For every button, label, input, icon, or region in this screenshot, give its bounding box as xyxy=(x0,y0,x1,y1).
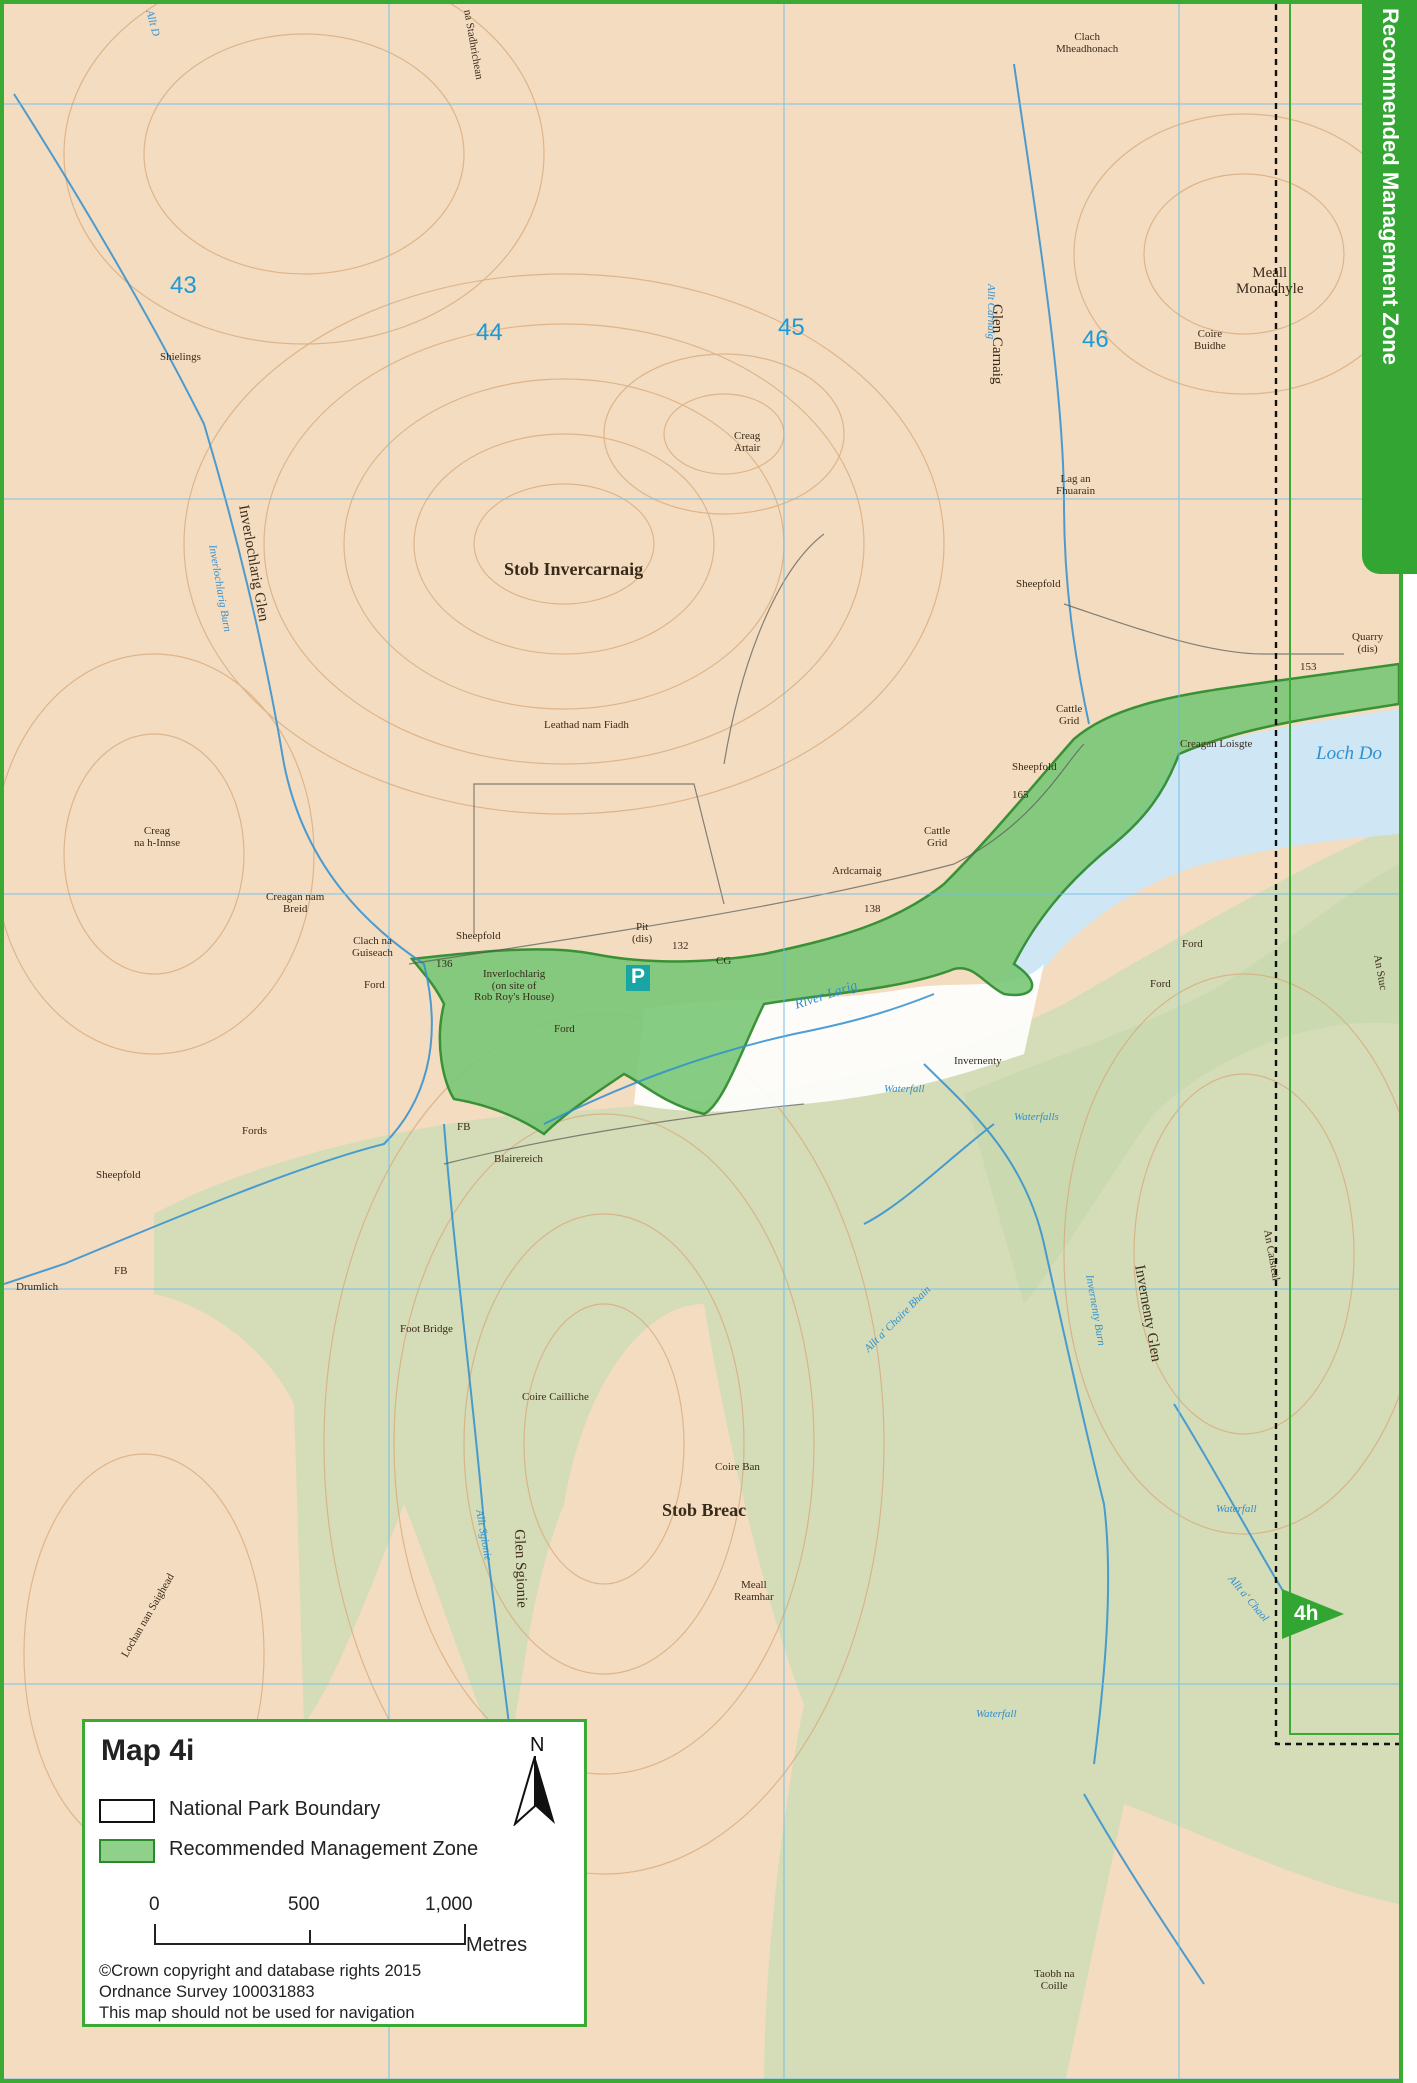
spot-height: 136 xyxy=(436,958,453,970)
place-label: Creagan nam Breid xyxy=(266,891,325,915)
parking-symbol-label: P xyxy=(631,965,646,988)
copyright-line: Ordnance Survey 100031883 xyxy=(99,1983,315,2001)
place-label: Pit (dis) xyxy=(632,921,653,945)
legend: Map 4i N National Park Boundary Recommen… xyxy=(82,1719,587,2027)
place-label: Fords xyxy=(242,1125,268,1137)
adjacent-map-label[interactable]: 4h xyxy=(1294,1602,1319,1625)
scale-bar xyxy=(154,1924,466,1945)
place-label: Coire Cailliche xyxy=(522,1391,589,1403)
copyright-line: This map should not be used for navigati… xyxy=(99,2004,415,2022)
place-label: Cattle Grid xyxy=(1056,703,1083,727)
grid-number-45: 45 xyxy=(778,314,805,341)
place-label: Waterfalls xyxy=(1014,1111,1059,1123)
place-label: FB xyxy=(114,1265,128,1277)
boundary-green xyxy=(1289,4,1399,1735)
place-label: Clach na Guiseach xyxy=(352,935,393,959)
grid-number-43: 43 xyxy=(170,272,197,299)
place-label: Leathad nam Fiadh xyxy=(544,719,629,731)
streams xyxy=(4,63,1305,1985)
grid-number-46: 46 xyxy=(1082,326,1109,353)
section-tab-label: Recommended Management Zone xyxy=(1378,8,1403,365)
place-label: FB xyxy=(457,1121,471,1133)
place-label: Sheepfold xyxy=(96,1169,141,1181)
place-label: Sheepfold xyxy=(1012,761,1057,773)
zone-legend-label: Recommended Management Zone xyxy=(169,1838,479,1860)
place-label: Ardcarnaig xyxy=(832,865,882,877)
place-label: Drumlich xyxy=(16,1281,59,1293)
place-label: Waterfall xyxy=(976,1708,1017,1720)
place-label: Coire Ban xyxy=(715,1461,760,1473)
place-label: Inverlochlarig (on site of Rob Roy's Hou… xyxy=(474,968,555,1004)
place-label: Stob Invercarnaig xyxy=(504,559,644,579)
place-label: Ford xyxy=(364,979,385,991)
grid-lines xyxy=(4,4,1399,2079)
place-label: Creag na h-Innse xyxy=(134,825,181,849)
place-label: Taobh na Coille xyxy=(1034,1968,1075,1992)
boundary-swatch xyxy=(99,1799,155,1823)
tracks xyxy=(408,533,1344,1165)
scale-label: 500 xyxy=(288,1894,320,1915)
place-label: Ford xyxy=(1182,938,1203,950)
map-title: Map 4i xyxy=(101,1734,195,1767)
spot-height: 153 xyxy=(1300,661,1317,673)
adjacent-map-marker[interactable] xyxy=(1282,1589,1344,1639)
place-label: Stob Breac xyxy=(662,1500,747,1520)
place-label: Lag an Fhuarain xyxy=(1056,473,1096,497)
management-zone xyxy=(409,662,1399,1136)
spot-height: 138 xyxy=(864,903,881,915)
place-label: Shielings xyxy=(160,351,201,363)
place-label: Coire Buidhe xyxy=(1194,328,1226,352)
place-label: Ford xyxy=(1150,978,1171,990)
place-label: CG xyxy=(716,955,732,967)
place-label: Waterfall xyxy=(884,1083,925,1095)
spot-height: 132 xyxy=(672,940,689,952)
place-label: Foot Bridge xyxy=(400,1323,453,1335)
north-label: N xyxy=(530,1734,545,1756)
copyright-line: ©Crown copyright and database rights 201… xyxy=(99,1962,422,1980)
parking-symbol xyxy=(626,965,650,991)
place-label: Creag Artair xyxy=(734,430,761,454)
place-label: Glen Sgionie xyxy=(511,1528,530,1609)
place-label: Meall Reamhar xyxy=(734,1579,774,1603)
place-label: Ford xyxy=(554,1023,575,1035)
place-label: Creagan Loisgte xyxy=(1180,738,1253,750)
place-label: Sheepfold xyxy=(456,930,501,942)
place-label: Invernenty xyxy=(954,1055,1002,1067)
place-label: Quarry (dis) xyxy=(1352,631,1384,655)
place-label: Waterfall xyxy=(1216,1503,1257,1515)
place-label: Clach Mheadhonach xyxy=(1056,31,1119,55)
topographic-map xyxy=(4,4,1399,2079)
spot-height: 165 xyxy=(1012,789,1029,801)
boundary-legend-label: National Park Boundary xyxy=(169,1798,381,1820)
place-label: Cattle Grid xyxy=(924,825,951,849)
place-label: Meall Monachyle xyxy=(1236,265,1304,297)
section-tab xyxy=(1362,0,1417,574)
place-label: Sheepfold xyxy=(1016,578,1061,590)
place-label: Loch Do xyxy=(1316,743,1382,764)
scale-unit: Metres xyxy=(466,1934,528,1956)
grid-number-44: 44 xyxy=(476,319,503,346)
place-label: Allt Carnaig xyxy=(985,284,997,340)
national-park-boundary xyxy=(1274,4,1399,1746)
loch-doine xyxy=(1001,709,1399,1003)
scale-label: 0 xyxy=(149,1894,160,1915)
zone-swatch xyxy=(99,1839,155,1863)
north-arrow-icon xyxy=(513,1756,555,1826)
place-label: Blairereich xyxy=(494,1153,543,1165)
scale-label: 1,000 xyxy=(425,1894,473,1915)
